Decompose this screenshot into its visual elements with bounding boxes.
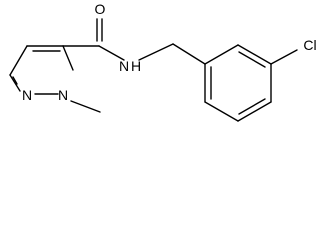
bond-aryl-cl (270, 49, 298, 65)
bond-nh-ch2 (138, 43, 174, 61)
chlorine-label: Cl (303, 37, 316, 53)
bond-carbonyl-nh (98, 45, 125, 61)
bond-b1-b2 (204, 44, 239, 65)
bond-c3-c4 (9, 45, 28, 76)
bond-b2-b3 (237, 44, 272, 65)
bond-n2-c3 (9, 74, 21, 92)
chemical-structure: O N H Cl N N (9, 1, 317, 122)
bond-b2-b3-double (238, 51, 266, 68)
amide-hydrogen-label: H (131, 58, 141, 74)
bond-ch2-aryl (172, 43, 206, 65)
bond-b4-b5 (237, 101, 272, 122)
bond-b4-b5-double (238, 98, 266, 115)
pyrazole-ring (9, 45, 74, 95)
bond-c5-n1 (62, 45, 74, 71)
benzene-ring (204, 44, 272, 122)
ring-nitrogen-1-label: N (58, 87, 68, 103)
ring-nitrogen-2-label: N (22, 87, 32, 103)
bond-n2-c3-double (12, 76, 18, 85)
bond-n1-methyl (70, 100, 101, 113)
oxygen-label: O (95, 1, 106, 17)
bond-b5-b6 (204, 101, 239, 122)
amide-nitrogen-label: N (119, 58, 129, 74)
